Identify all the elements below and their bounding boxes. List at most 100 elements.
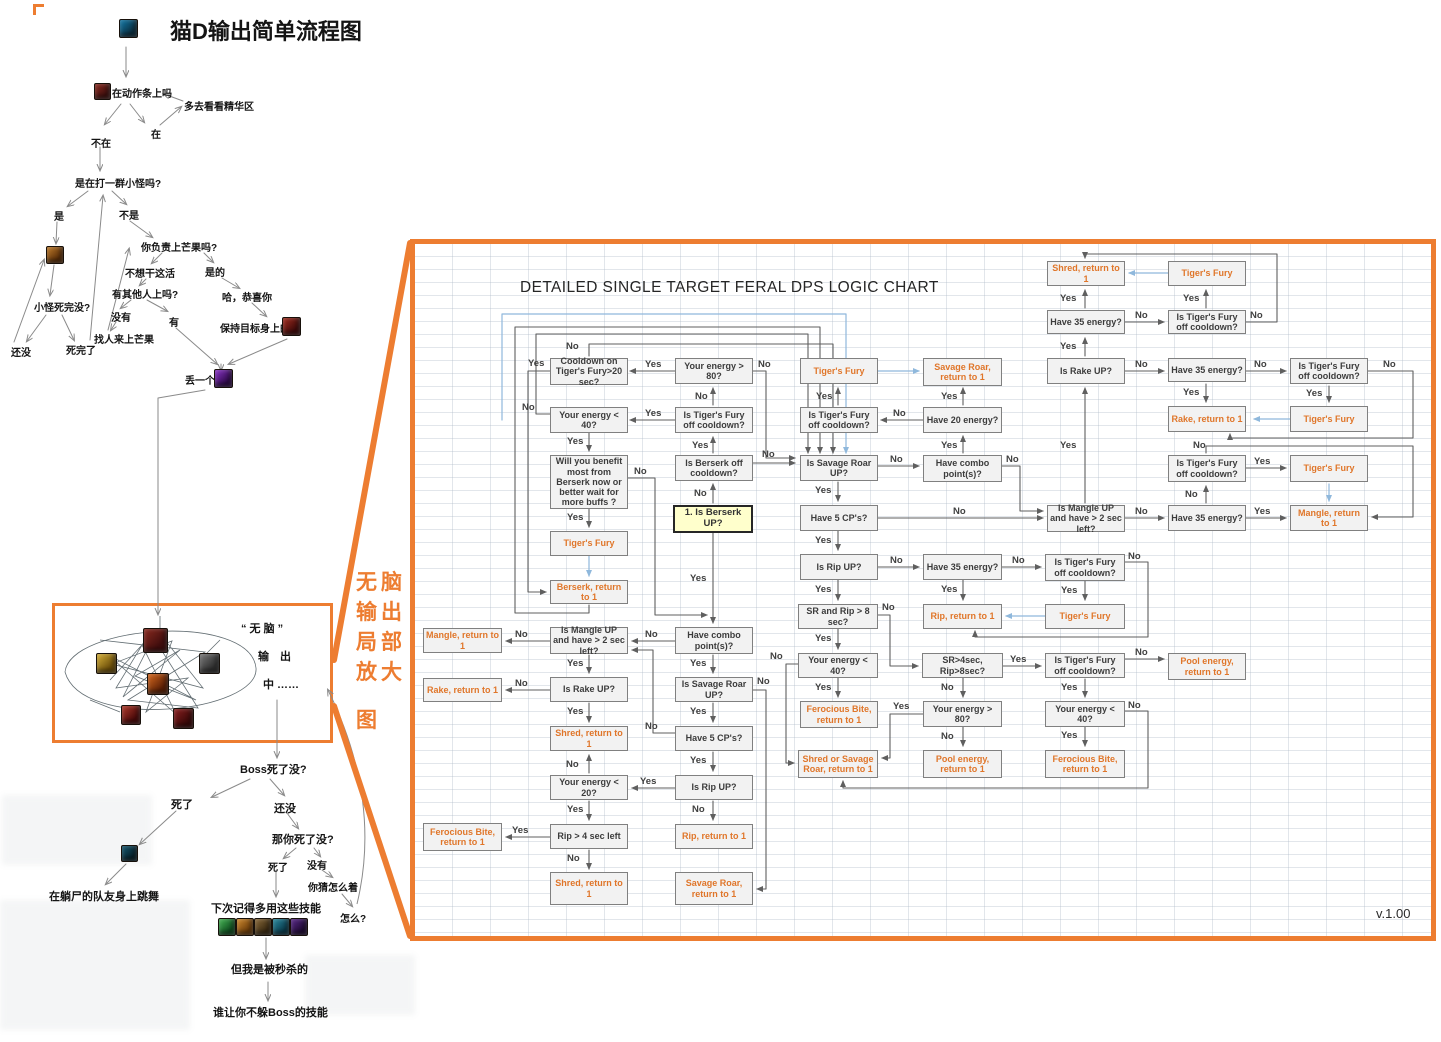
connector-line [140,810,177,844]
decision-node: Is Berserk off cooldown? [675,455,753,481]
edge-label: Yes [1183,387,1200,398]
edge-label: No [1135,506,1148,517]
connector-curve [89,616,221,713]
connector-line [1082,252,1278,323]
connector-line [341,893,352,906]
decision-node: Have 5 CP's? [675,726,753,751]
decision-node: Is Tiger's Fury off cooldown? [1045,653,1125,678]
magnifier-caption: 输 出 [258,651,291,663]
decision-node: Is Savage Roar UP? [675,677,753,702]
connector-line [840,710,1149,789]
connector-line [212,778,251,797]
decision-node: Is Tiger's Fury off cooldown? [1168,455,1246,482]
connector-line [785,663,799,766]
decision-node: Is Rake UP? [1047,358,1125,384]
decision-node: Is Rip UP? [800,554,878,580]
savage-roar-icon [214,369,233,388]
action-node: Tiger's Fury [550,531,628,556]
flow-label: 那你死了没? [272,834,334,846]
edge-label: Yes [690,658,707,669]
edge-label: No [1006,454,1019,465]
decision-node: Will you benefit most from Berserk now o… [550,455,628,509]
flow-label: 没有 [307,861,327,872]
connector-line [627,477,708,618]
magnifier-callout-label: 放大 [356,661,406,684]
edge-label: Yes [690,706,707,717]
decision-node: Is Tiger's Fury off cooldown? [800,407,878,433]
edge-label: Yes [1061,682,1078,693]
connector-line [121,299,132,308]
connector-line [13,260,44,343]
action-node: Savage Roar, return to 1 [675,872,753,905]
action-node: Tiger's Fury [1290,406,1368,432]
connector-line [269,778,284,795]
edge-label: Yes [567,706,584,717]
flow-label: 在动作条上吗 [112,89,172,100]
flow-label: 哈，恭喜你 [222,293,272,304]
edge-label: No [890,555,903,566]
edge-label: No [522,402,535,413]
flow-label: 死了 [171,799,193,811]
action-node: Mangle, return to 1 [423,628,502,653]
action-node: Pool energy, return to 1 [923,750,1002,778]
decision-node: Have 35 energy? [923,554,1002,580]
magnifier-callout-label: 局部 [356,631,406,654]
decision-node: Your energy < 40? [550,407,628,433]
connector-line [61,314,74,340]
skill-row-icon-1 [218,918,236,936]
edge-label: Yes [1060,440,1077,451]
flow-label: 不是 [119,211,139,222]
flow-label: 谁让你不躲Boss的技能 [213,1007,328,1019]
flow-label: 有其他人上吗? [112,290,179,301]
connector-line [331,703,413,939]
scramble-bite-icon [121,705,141,725]
action-node: Shred, return to 1 [550,872,628,905]
flow-label: 是的 [205,268,225,279]
connector-line [1205,445,1414,520]
edge-label: Yes [941,440,958,451]
edge-label: Yes [567,804,584,815]
connector-line [877,614,919,669]
flow-label: 死了 [268,863,288,874]
decision-node: Cooldown on Tiger's Fury>20 sec? [550,356,628,387]
edge-label: No [762,449,775,460]
edge-label: Yes [567,512,584,523]
magnifier-caption: “ 无 脑 ” [241,623,284,635]
connector-line [752,689,767,892]
scramble-rake-icon [143,628,168,653]
start-node: 1. Is Berserk UP? [673,505,753,533]
action-node: Mangle, return to 1 [1290,505,1368,531]
connector-line [229,338,288,364]
edge-label: Yes [1254,506,1271,517]
edge-label: No [941,682,954,693]
edge-label: No [953,506,966,517]
connector-line [221,277,239,288]
decision-node: Is Savage Roar UP? [800,455,878,481]
edge-label: Yes [1254,456,1271,467]
edge-label: No [567,853,580,864]
connector-line [111,321,116,330]
action-node: Rip, return to 1 [675,824,753,849]
action-node: Ferocious Bite, return to 1 [1045,750,1125,778]
edge-label: Yes [1061,585,1078,596]
edge-label: Yes [567,658,584,669]
edge-label: Yes [645,408,662,419]
edge-label: No [1135,310,1148,321]
flow-label: 还没 [274,803,296,815]
flow-label: 丢一个 [185,376,215,387]
edge-label: No [1128,700,1141,711]
edge-label: No [1135,647,1148,658]
action-node: Tiger's Fury [1290,455,1368,482]
magnifier-callout-label: 图 [356,709,381,732]
flow-label: 不在 [91,139,111,150]
action-node: Tiger's Fury [1168,261,1246,286]
flow-label: 下次记得多用这些技能 [211,903,321,915]
connector-line [129,220,152,237]
decision-node: Your energy < 40? [1045,701,1125,727]
connector-line [152,252,163,263]
action-node: Shred or Savage Roar, return to 1 [798,750,878,778]
watermark-smudge [305,955,415,1015]
scramble-rip-icon [173,708,194,729]
edge-label: Yes [692,440,709,451]
